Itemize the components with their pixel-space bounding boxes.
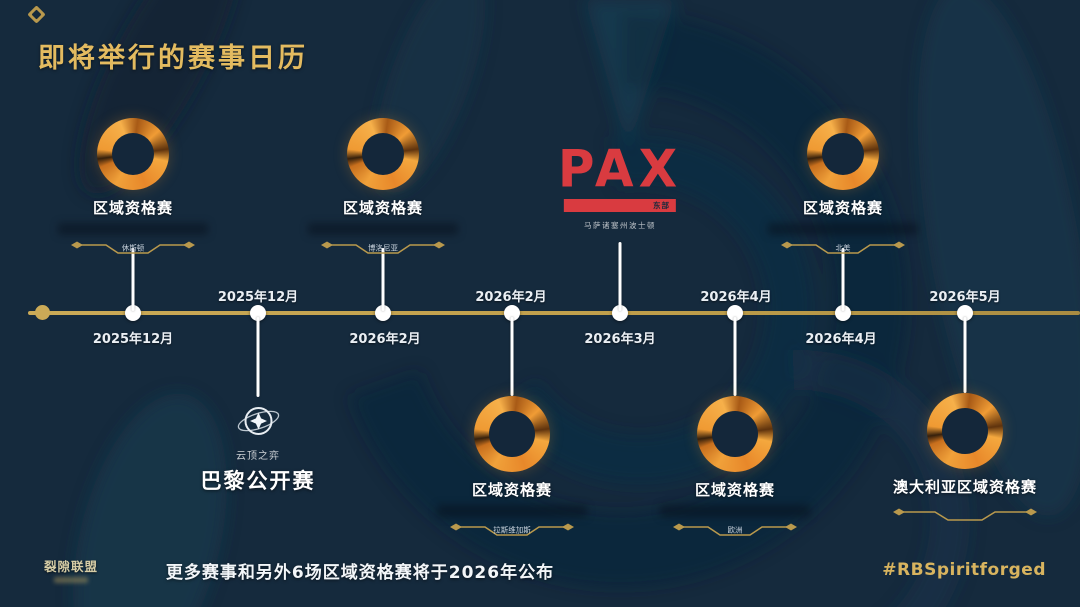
- page-title: 即将举行的赛事日历: [38, 43, 308, 74]
- timeline-node: [375, 305, 391, 321]
- event-pax-east: PAX 东部 马萨诸塞州波士顿: [557, 138, 683, 231]
- event-qualifier-europe: 区域资格赛 欧洲: [660, 396, 810, 540]
- redacted-blur: [308, 223, 458, 235]
- date-label: 2026年2月: [349, 332, 421, 347]
- brand-logo: 裂隙联盟: [44, 556, 98, 583]
- event-title: 巴黎公开赛: [200, 469, 316, 493]
- qualifier-swirl-icon: [97, 118, 169, 190]
- date-label: 2026年2月: [475, 290, 547, 305]
- pax-logo: PAX: [557, 138, 683, 200]
- location-label: 北美: [836, 243, 851, 253]
- event-qualifier-bologna: 区域资格赛 博洛尼亚: [308, 118, 458, 258]
- location-bracket: 博洛尼亚: [321, 241, 445, 254]
- timeline-start-dot: [35, 305, 50, 320]
- date-label: 2026年5月: [929, 290, 1001, 305]
- event-connector: [963, 317, 967, 393]
- location-label: 马萨诸塞州波士顿: [584, 221, 656, 230]
- event-connector: [733, 317, 737, 396]
- qualifier-swirl-icon: [474, 396, 550, 472]
- tft-emblem-icon: [237, 407, 279, 435]
- event-title: 区域资格赛: [342, 199, 423, 217]
- event-connector: [381, 248, 385, 311]
- pax-region-label: 东部: [653, 201, 670, 210]
- date-label: 2025年12月: [217, 290, 299, 305]
- redacted-blur: [660, 505, 810, 517]
- event-title: 澳大利亚区域资格赛: [892, 478, 1037, 496]
- timeline-node: [957, 305, 973, 321]
- event-hashtag: #RBSpiritforged: [882, 560, 1046, 580]
- location-bracket: 欧洲: [673, 523, 797, 536]
- event-qualifier-las-vegas: 区域资格赛 拉斯维加斯: [437, 396, 587, 540]
- event-paris-open: 云顶之弈 巴黎公开赛: [201, 398, 316, 495]
- event-connector: [131, 248, 135, 311]
- footer-note: 更多赛事和另外6场区域资格赛将于2026年公布: [165, 563, 555, 583]
- location-bracket: 北美: [781, 241, 905, 254]
- timeline-node: [612, 305, 628, 321]
- date-label: 2025年12月: [92, 332, 174, 347]
- event-qualifier-houston: 区域资格赛 休斯顿: [58, 118, 208, 258]
- event-title: 区域资格赛: [802, 199, 883, 217]
- timeline-node: [125, 305, 141, 321]
- location-label: 欧洲: [728, 525, 743, 535]
- redacted-blur: [58, 223, 208, 235]
- event-qualifier-north-america: 区域资格赛 北美: [768, 118, 918, 258]
- brand-subtitle-blur: [54, 577, 88, 583]
- date-label: 2026年4月: [700, 290, 772, 305]
- qualifier-swirl-icon: [927, 393, 1003, 469]
- location-label: 博洛尼亚: [368, 243, 398, 253]
- brand-name: 裂隙联盟: [44, 559, 99, 574]
- qualifier-swirl-icon: [807, 118, 879, 190]
- timeline-node: [504, 305, 520, 321]
- date-label: 2026年4月: [805, 332, 877, 347]
- timeline-node: [835, 305, 851, 321]
- pax-logo-bar: 东部: [564, 199, 676, 212]
- event-connector: [618, 242, 622, 311]
- qualifier-swirl-icon: [347, 118, 419, 190]
- timeline-node: [250, 305, 266, 321]
- location-bracket: [893, 508, 1037, 521]
- timeline-node: [727, 305, 743, 321]
- redacted-blur: [437, 505, 587, 517]
- event-title: 区域资格赛: [92, 199, 173, 217]
- location-bracket: 休斯顿: [71, 241, 195, 254]
- timeline-line: [28, 311, 1080, 315]
- qualifier-swirl-icon: [697, 396, 773, 472]
- event-connector: [510, 317, 514, 396]
- event-qualifier-australia: 澳大利亚区域资格赛: [890, 393, 1040, 525]
- date-label: 2026年3月: [584, 332, 656, 347]
- location-bracket: 拉斯维加斯: [450, 523, 574, 536]
- location-label: 拉斯维加斯: [493, 525, 531, 535]
- redacted-blur: [768, 223, 918, 235]
- event-title: 区域资格赛: [471, 481, 552, 499]
- location-label: 休斯顿: [122, 243, 145, 253]
- event-connector: [841, 248, 845, 311]
- event-title: 区域资格赛: [694, 481, 775, 499]
- event-connector: [256, 317, 260, 397]
- game-label: 云顶之弈: [236, 451, 280, 462]
